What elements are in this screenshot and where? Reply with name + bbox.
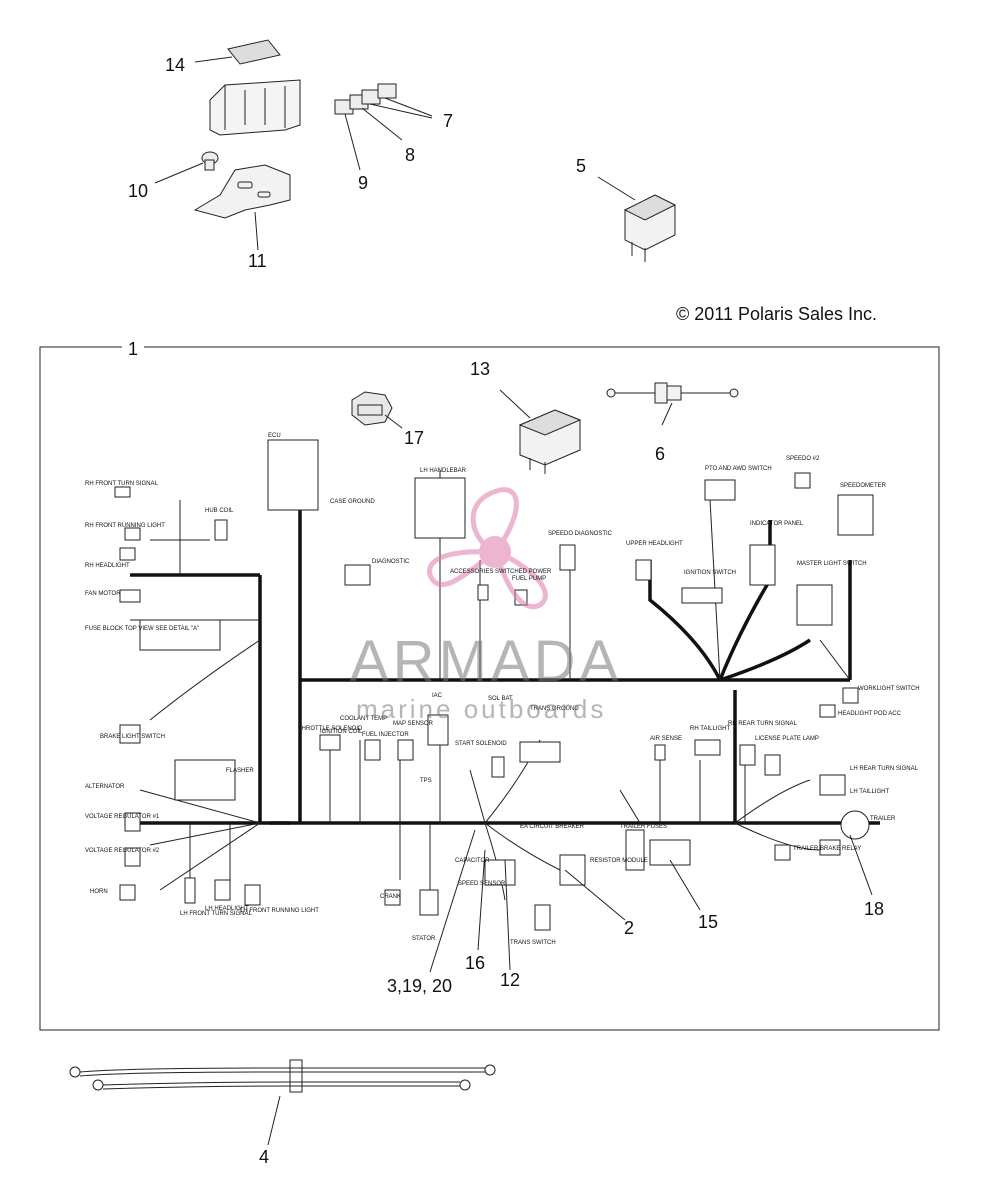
label-trans-ground: TRANS GROUND (530, 706, 579, 712)
label-coolant-temp: COOLANT TEMP (340, 716, 387, 722)
part-6-fuse-holder (606, 382, 739, 426)
callout-9: 9 (358, 173, 369, 193)
callout-1: 1 (122, 340, 145, 358)
label-voltage-regulator-1: VOLTAGE REGULATOR #1 (85, 814, 160, 820)
callout-7: 7 (443, 111, 454, 131)
label-trailer-brake-relay: TRAILER BRAKE RELAY (793, 846, 861, 852)
callout-15: 15 (698, 912, 719, 932)
label-rh-front-running-light: RH FRONT RUNNING LIGHT (85, 523, 165, 529)
label-map-sensor: MAP SENSOR (393, 721, 434, 727)
component-boxes (114, 439, 874, 931)
label-voltage-regulator-2: VOLTAGE REGULATOR #2 (85, 848, 160, 854)
label-lh-front-turn-signal: LH FRONT TURN SIGNAL (180, 911, 252, 917)
watermark-subtitle: marine outboards (356, 694, 607, 724)
label-resistor-module: RESISTOR MODULE (590, 858, 648, 864)
label-fan-motor: FAN MOTOR (85, 591, 121, 597)
label-rh-front-turn-signal: RH FRONT TURN SIGNAL (85, 481, 158, 487)
label-speedo-diagnostic: SPEEDO DIAGNOSTIC (548, 531, 613, 537)
part-17-connector (351, 391, 403, 429)
label-speedometer: SPEEDOMETER (840, 483, 887, 489)
harness-frame (39, 346, 940, 1031)
label-diagnostic: DIAGNOSTIC (372, 559, 410, 565)
callout-14: 14 (165, 55, 186, 75)
label-upper-headlight: UPPER HEADLIGHT (626, 541, 683, 547)
callout-4: 4 (259, 1147, 270, 1167)
label-headlight-pod-acc: HEADLIGHT POD ACC (838, 711, 902, 717)
part-13-relay (499, 389, 582, 474)
label-trailer: TRAILER (870, 816, 896, 822)
label-fuse-block: FUSE BLOCK TOP VIEW SEE DETAIL "A" (85, 626, 199, 632)
label-iac: IAC (432, 693, 443, 699)
label-rh-taillight: RH TAILLIGHT (690, 726, 730, 732)
callout-12: 12 (500, 970, 521, 990)
harness-component-labels: ECU RH FRONT TURN SIGNAL RH FRONT RUNNIN… (85, 433, 920, 946)
label-trailer-fuses: TRAILER FUSES (620, 824, 667, 830)
callout-3-19-20: 3,19, 20 (387, 976, 453, 996)
label-throttle-solenoid: THROTTLE SOLENOID (298, 726, 363, 732)
watermark-logo (427, 487, 548, 610)
label-worklight-switch: WORKLIGHT SWITCH (858, 686, 920, 692)
label-pto-awd-switch: PTO AND AWD SWITCH (705, 466, 772, 472)
label-flasher: FLASHER (226, 768, 254, 774)
label-crank: CRANK (380, 894, 401, 900)
callout-2: 2 (624, 918, 635, 938)
label-ignition-coil: IGNITION COIL (320, 729, 363, 735)
copyright-text: © 2011 Polaris Sales Inc. (676, 304, 878, 324)
label-brake-light-switch: BRAKE LIGHT SWITCH (100, 734, 165, 740)
callout-16: 16 (465, 953, 486, 973)
label-rh-rear-turn-signal: RH REAR TURN SIGNAL (728, 721, 798, 727)
label-trans-switch: TRANS SWITCH (510, 940, 556, 946)
callout-17: 17 (404, 428, 425, 448)
part-fuse-box-cover (209, 79, 301, 136)
label-speedo2: SPEEDO #2 (786, 456, 820, 462)
label-capacitor: CAPACITOR (455, 858, 490, 864)
label-lh-rear-turn-signal: LH REAR TURN SIGNAL (850, 766, 919, 772)
label-fuel-injector: FUEL INJECTOR (362, 732, 409, 738)
label-tps: TPS (420, 778, 432, 784)
label-master-light-switch: MASTER LIGHT SWITCH (797, 561, 867, 567)
label-rh-headlight: RH HEADLIGHT (85, 563, 130, 569)
label-lh-handlebar: LH HANDLEBAR (420, 468, 467, 474)
label-ea-circuit-breaker: EA CIRCUIT BREAKER (520, 824, 585, 830)
label-sol-bat: SOL BAT (488, 696, 513, 702)
callout-5: 5 (576, 156, 587, 176)
label-lh-front-running-light: LH FRONT RUNNING LIGHT (240, 908, 319, 914)
label-hub-coil: HUB COIL (205, 508, 234, 514)
label-alternator: ALTERNATOR (85, 784, 125, 790)
label-ecu: ECU (268, 433, 281, 439)
label-accessories: ACCESSORIES SWITCHED POWER (450, 569, 552, 575)
label-start-solenoid: START SOLENOID (455, 741, 507, 747)
callout-8: 8 (405, 145, 416, 165)
part-5-relay (597, 176, 677, 262)
label-stator: STATOR (412, 936, 436, 942)
callout-18: 18 (864, 899, 885, 919)
label-air-sense: AIR SENSE (650, 736, 682, 742)
watermark-title: ARMADA (350, 629, 623, 694)
label-horn: HORN (90, 889, 108, 895)
part-10-screw (154, 151, 219, 184)
label-indicator-panel: INDICATOR PANEL (750, 521, 804, 527)
label-ignition-switch: IGNITION SWITCH (684, 570, 736, 576)
callout-11: 11 (248, 251, 267, 271)
label-fuel-pump: FUEL PUMP (512, 576, 546, 582)
label-lh-taillight: LH TAILLIGHT (850, 789, 889, 795)
part-11-bracket (193, 164, 291, 251)
part-7-8-9-fuses (334, 83, 433, 171)
callout-6: 6 (655, 444, 666, 464)
callout-10: 10 (128, 181, 149, 201)
part-14-label-sticker (194, 39, 281, 65)
label-case-ground: CASE GROUND (330, 499, 375, 505)
label-license-plate-lamp: LICENSE PLATE LAMP (755, 736, 819, 742)
part-4-battery-cable (69, 1059, 496, 1146)
label-speed-sensor: SPEED SENSOR (458, 881, 506, 887)
callout-leaders (429, 829, 873, 973)
label-lh-headlight: LH HEADLIGHT (205, 906, 249, 912)
callout-13: 13 (470, 359, 491, 379)
